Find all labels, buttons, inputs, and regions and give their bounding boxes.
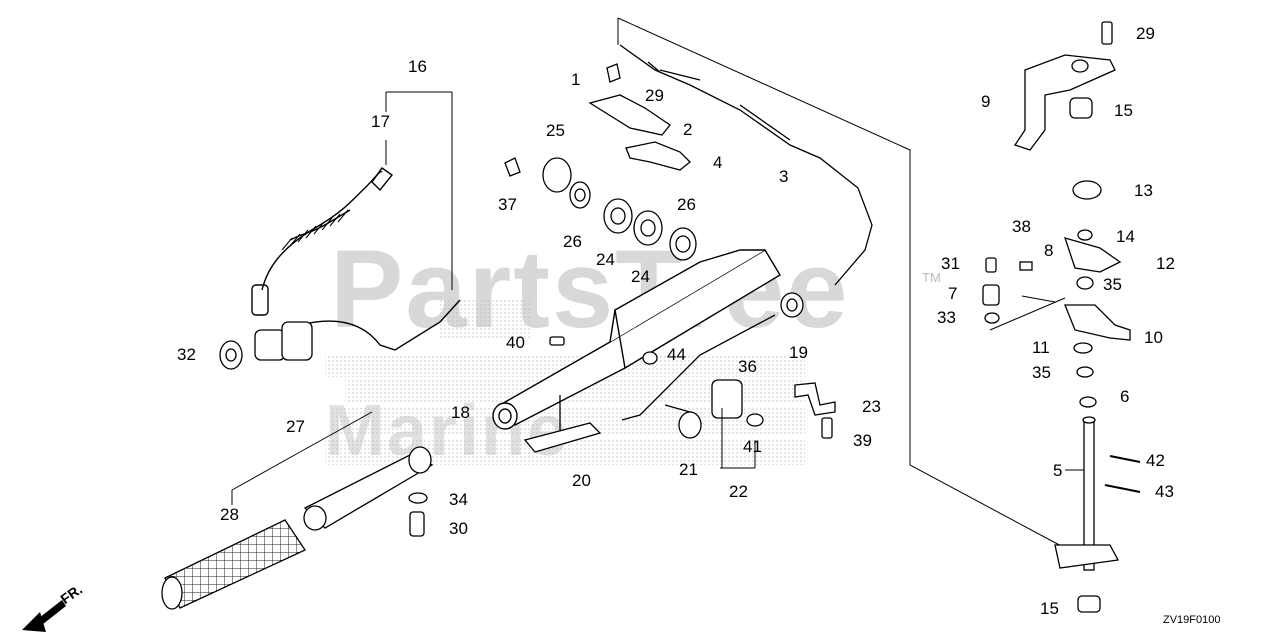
callout-29-b[interactable]: 29 [1136, 24, 1155, 43]
callout-25[interactable]: 25 [546, 121, 565, 140]
callout-6[interactable]: 6 [1120, 387, 1130, 406]
callout-26-b[interactable]: 26 [677, 195, 696, 214]
friction-plates [504, 157, 697, 261]
tiller-handle-tube [492, 249, 781, 430]
callout-37[interactable]: 37 [498, 195, 517, 214]
callout-36[interactable]: 36 [738, 357, 757, 376]
callout-34[interactable]: 34 [449, 490, 468, 509]
diagram-code: ZV19F0100 [1163, 614, 1221, 626]
misc-hardware [549, 292, 836, 439]
callout-leaders [231, 91, 1084, 505]
callout-38[interactable]: 38 [1012, 217, 1031, 236]
callout-20[interactable]: 20 [572, 471, 591, 490]
callout-15-bottom[interactable]: 15 [1040, 599, 1059, 618]
callout-28[interactable]: 28 [220, 505, 239, 524]
callout-16[interactable]: 16 [408, 57, 427, 76]
callout-44[interactable]: 44 [667, 345, 686, 364]
callout-13[interactable]: 13 [1134, 181, 1153, 200]
cable-brackets [588, 63, 691, 171]
assembly-boundary [617, 17, 1066, 549]
callout-35-b[interactable]: 35 [1032, 363, 1051, 382]
callout-33[interactable]: 33 [937, 308, 956, 327]
front-direction-arrow [22, 600, 66, 632]
callout-3[interactable]: 3 [779, 167, 789, 186]
callout-15-top[interactable]: 15 [1114, 101, 1133, 120]
callout-9[interactable]: 9 [981, 92, 991, 111]
callout-29-a[interactable]: 29 [645, 86, 664, 105]
throttle-lever [523, 395, 602, 453]
callout-43[interactable]: 43 [1155, 482, 1174, 501]
callout-23[interactable]: 23 [862, 397, 881, 416]
callout-42[interactable]: 42 [1146, 451, 1165, 470]
callout-30[interactable]: 30 [449, 519, 468, 538]
throttle-cable [619, 44, 873, 421]
stop-switch [219, 321, 313, 370]
grip-bolt [408, 492, 428, 537]
lanyard-coil [281, 209, 349, 251]
callout-24-b[interactable]: 24 [631, 267, 650, 286]
callout-10[interactable]: 10 [1144, 328, 1163, 347]
callout-24-a[interactable]: 24 [596, 250, 615, 269]
shift-linkage [982, 21, 1131, 613]
throttle-grip [161, 446, 434, 610]
callout-27[interactable]: 27 [286, 417, 305, 436]
callout-1[interactable]: 1 [571, 70, 581, 89]
callout-5[interactable]: 5 [1053, 461, 1063, 480]
callout-26-a[interactable]: 26 [563, 232, 582, 251]
callout-22[interactable]: 22 [729, 482, 748, 501]
callout-14[interactable]: 14 [1116, 227, 1135, 246]
callout-39[interactable]: 39 [853, 431, 872, 450]
callout-18[interactable]: 18 [451, 403, 470, 422]
callout-35-a[interactable]: 35 [1103, 275, 1122, 294]
callout-2[interactable]: 2 [683, 120, 693, 139]
callout-17[interactable]: 17 [371, 112, 390, 131]
callout-4[interactable]: 4 [713, 153, 723, 172]
callout-11[interactable]: 11 [1032, 338, 1050, 357]
callout-8[interactable]: 8 [1044, 241, 1054, 260]
shift-pins [1104, 455, 1141, 493]
callout-32[interactable]: 32 [177, 345, 196, 364]
callout-12[interactable]: 12 [1156, 254, 1175, 273]
watermark-trademark: TM [922, 270, 941, 285]
kill-switch-lanyard [251, 167, 461, 351]
callout-21[interactable]: 21 [679, 460, 698, 479]
callout-40[interactable]: 40 [506, 333, 525, 352]
callout-19[interactable]: 19 [789, 343, 808, 362]
callout-7[interactable]: 7 [948, 284, 958, 303]
callout-41[interactable]: 41 [743, 437, 762, 456]
callout-31[interactable]: 31 [941, 254, 960, 273]
